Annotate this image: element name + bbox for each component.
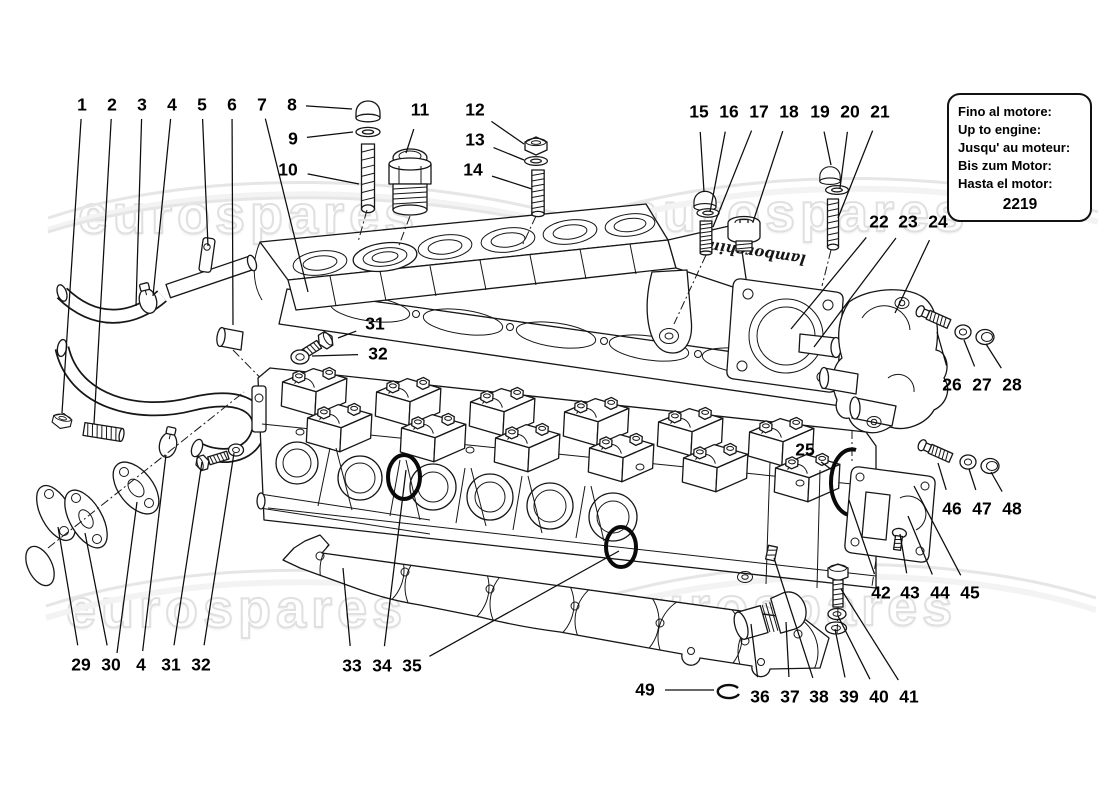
callout-31: 31 [161,654,181,675]
callout-4: 4 [167,94,177,115]
callout-29: 29 [71,654,91,675]
studs-nuts-washers [355,100,850,325]
callout-23: 23 [898,211,918,232]
callout-18: 18 [779,101,799,122]
callout-7: 7 [257,94,267,115]
callout-44: 44 [930,582,950,603]
callout-10: 10 [278,159,298,180]
callout-39: 39 [839,686,859,707]
callout-31: 31 [365,313,385,334]
callout-22: 22 [869,211,889,232]
callout-3: 3 [137,94,147,115]
callout-32: 32 [368,343,388,364]
callout-48: 48 [1002,498,1022,519]
note-line: Up to engine: [958,121,1042,137]
callout-20: 20 [840,101,860,122]
callout-34: 34 [372,655,392,676]
callout-26: 26 [942,374,962,395]
callout-13: 13 [465,129,485,150]
callout-41: 41 [899,686,919,707]
callout-46: 46 [942,498,962,519]
callout-38: 38 [809,686,829,707]
callout-32: 32 [191,654,211,675]
note-line: Bis zum Motor: [958,157,1052,173]
callout-8: 8 [287,94,297,115]
callout-45: 45 [960,582,980,603]
callout-49: 49 [635,679,655,700]
callout-37: 37 [780,686,800,707]
callout-11: 11 [410,99,430,120]
water-union-and-bolts [716,563,849,700]
engine-number: 2219 [1002,195,1038,213]
callout-25: 25 [795,439,815,460]
callout-33: 33 [342,655,362,676]
callout-6: 6 [227,94,237,115]
callout-40: 40 [869,686,889,707]
callout-21: 21 [870,101,890,122]
note-line: Jusqu' au moteur: [958,139,1071,155]
callout-4: 4 [136,654,146,675]
callout-35: 35 [402,655,422,676]
thermostat-housing [818,289,995,434]
coolant-pipes-and-flanges [25,237,337,587]
cylinder-head [251,365,877,589]
leader-lines [57,105,1003,691]
callout-14: 14 [463,159,483,180]
callout-19: 19 [810,101,830,122]
o-rings [386,453,638,569]
rear-flange-plate [828,430,1000,587]
callout-15: 15 [689,101,709,122]
callout-43: 43 [900,582,920,603]
callout-9: 9 [288,128,298,149]
callout-30: 30 [101,654,121,675]
callout-16: 16 [719,101,739,122]
note-line: Fino al motore: [958,104,1052,119]
callout-42: 42 [871,582,891,603]
callout-17: 17 [749,101,769,122]
callout-36: 36 [750,686,770,707]
callout-27: 27 [972,374,992,395]
callout-12: 12 [465,99,485,120]
callout-24: 24 [928,211,948,232]
note-lines: Fino al motore: Up to engine: Jusqu' au mo… [958,103,1082,193]
engine-note-box: Fino al motore: Up to engine: Jusqu' au mo… [947,93,1092,222]
note-line: Hasta el motor: [958,175,1053,191]
head-gasket [282,534,830,678]
callout-28: 28 [1002,374,1022,395]
callout-5: 5 [197,94,207,115]
callout-47: 47 [972,498,992,519]
callout-1: 1 [77,94,87,115]
callout-2: 2 [107,94,117,115]
